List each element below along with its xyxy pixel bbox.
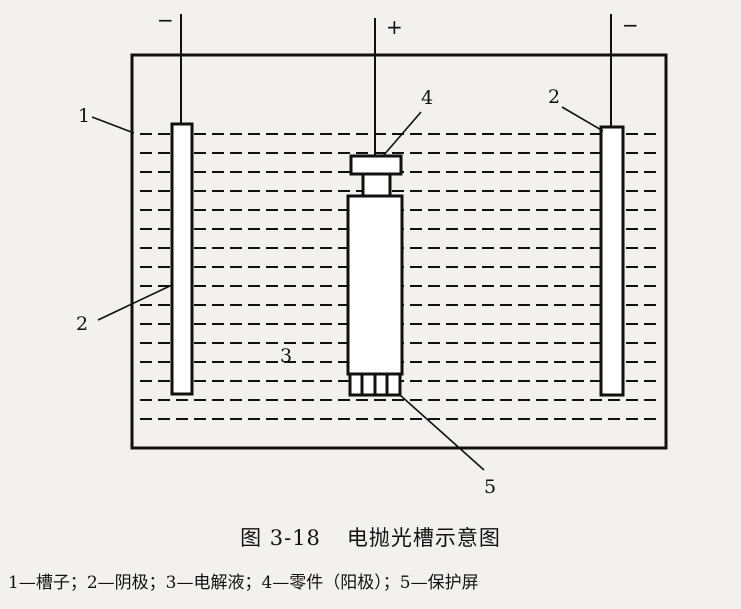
figure-title: 电抛光槽示意图 [346, 526, 501, 550]
anode-polarity: + [386, 15, 403, 39]
figure-caption: 图 3-18 电抛光槽示意图 [0, 522, 741, 552]
callout-5: 5 [484, 476, 496, 498]
leader-1 [91, 116, 135, 134]
leader-5 [399, 394, 485, 471]
callout-1: 1 [78, 105, 90, 127]
part-body [346, 194, 404, 376]
leader-4 [382, 111, 422, 157]
figure-number: 图 3-18 [240, 526, 321, 550]
leader-2-left [97, 284, 173, 321]
callout-2-left: 2 [76, 313, 88, 335]
part-neck [361, 172, 392, 198]
callout-3: 3 [280, 345, 292, 367]
right-cathode [599, 125, 625, 397]
left-cathode [170, 122, 194, 396]
electropolishing-tank-diagram: − + − 1 2 2 3 4 5 [76, 8, 668, 498]
callout-4: 4 [421, 87, 433, 109]
part-anode [346, 154, 404, 376]
tank [130, 53, 668, 450]
left-cathode-polarity: − [157, 8, 174, 32]
right-cathode-polarity: − [622, 13, 639, 37]
callout-2-right: 2 [548, 86, 560, 108]
figure-legend: 1—槽子；2—阴极；3—电解液；4—零件（阳极）；5—保护屏 [8, 573, 479, 593]
leader-2-right [561, 106, 604, 132]
part-clamp [349, 154, 403, 176]
protective-screen [348, 372, 402, 397]
